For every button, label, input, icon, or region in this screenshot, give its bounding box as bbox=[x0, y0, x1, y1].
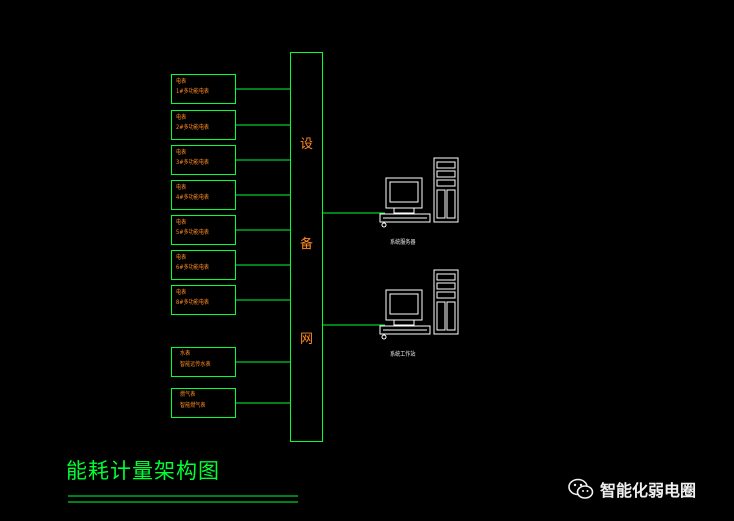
workstation-label: 系统工作站 bbox=[390, 351, 416, 358]
workstation-computer bbox=[323, 269, 459, 340]
meter-type-label: 电表 bbox=[176, 149, 187, 156]
computer-part bbox=[446, 301, 456, 331]
meter-name-label: 6#多功能电表 bbox=[176, 264, 210, 271]
computer-part bbox=[436, 273, 456, 281]
watermark-text: 智能化弱电圈 bbox=[600, 481, 697, 500]
meter-box: 电表 5#多功能电表 bbox=[171, 215, 236, 245]
meter-name-label: 智能燃气表 bbox=[180, 402, 206, 409]
meter-box: 电表 1#多功能电表 bbox=[171, 74, 236, 104]
meter-type-label: 电表 bbox=[176, 114, 187, 121]
computer-part bbox=[393, 207, 415, 214]
computers bbox=[323, 157, 459, 340]
computer-part bbox=[389, 293, 419, 315]
computer-part bbox=[436, 179, 456, 187]
meter-name-label: 1#多功能电表 bbox=[176, 88, 210, 95]
bus-char-3: 网 bbox=[299, 332, 313, 347]
computer-part bbox=[436, 170, 456, 178]
meter-name-label: 5#多功能电表 bbox=[176, 229, 210, 236]
meter-name-label: 8#多功能电表 bbox=[176, 299, 210, 306]
server-label: 系统服务器 bbox=[390, 239, 416, 246]
server-computer bbox=[323, 157, 459, 228]
computer-part bbox=[381, 334, 387, 340]
bus-char-2: 备 bbox=[299, 237, 313, 252]
computer-part bbox=[436, 282, 456, 290]
meter-box: 电表 2#多功能电表 bbox=[171, 110, 236, 140]
computer-part bbox=[379, 213, 431, 223]
computer-part bbox=[436, 301, 446, 331]
computer-part bbox=[433, 269, 459, 335]
meter-type-label: 燃气表 bbox=[180, 391, 196, 398]
device-network-bus: 设 备 网 bbox=[290, 52, 323, 442]
computer-part bbox=[393, 319, 415, 326]
meter-type-label: 水表 bbox=[180, 350, 191, 357]
computer-part bbox=[433, 157, 459, 223]
meter-box: 电表 3#多功能电表 bbox=[171, 145, 236, 175]
meter-type-label: 电表 bbox=[176, 254, 187, 261]
wechat-icon bbox=[568, 478, 594, 499]
meter-name-label: 3#多功能电表 bbox=[176, 159, 210, 166]
computer-part bbox=[389, 181, 419, 203]
meter-name-label: 2#多功能电表 bbox=[176, 124, 210, 131]
meter-box: 水表智能远传水表 bbox=[171, 347, 236, 377]
watermark: 智能化弱电圈 bbox=[568, 477, 696, 501]
computer-part bbox=[436, 291, 456, 299]
meter-type-label: 电表 bbox=[176, 184, 187, 191]
computer-part bbox=[436, 161, 456, 169]
meter-type-label: 电表 bbox=[176, 219, 187, 226]
meter-name-label: 4#多功能电表 bbox=[176, 194, 210, 201]
computer-part bbox=[436, 189, 446, 219]
connector-lines bbox=[236, 88, 290, 404]
meter-type-label: 电表 bbox=[176, 78, 187, 85]
meter-box: 电表 4#多功能电表 bbox=[171, 180, 236, 210]
meter-box: 电表 6#多功能电表 bbox=[171, 250, 236, 280]
computer-part bbox=[446, 189, 456, 219]
bus-char-1: 设 bbox=[299, 137, 313, 152]
computer-part bbox=[379, 325, 431, 335]
meter-type-label: 电表 bbox=[176, 289, 187, 296]
meter-name-label: 智能远传水表 bbox=[180, 361, 211, 368]
meter-box: 电表 8#多功能电表 bbox=[171, 285, 236, 315]
meter-box: 燃气表智能燃气表 bbox=[171, 388, 236, 418]
computer-part bbox=[381, 222, 387, 228]
diagram-title: 能耗计量架构图 bbox=[66, 459, 220, 483]
